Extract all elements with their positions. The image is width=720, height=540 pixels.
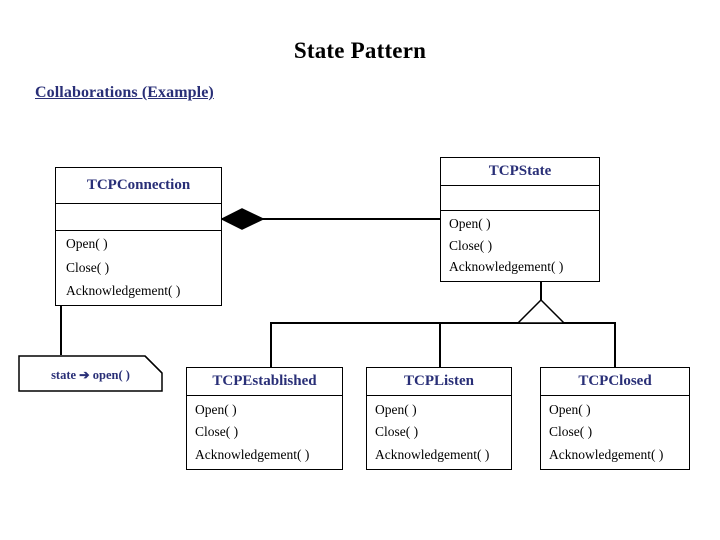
- note-text: state ➔ open( ): [51, 367, 130, 382]
- operation-item: Acknowledgement( ): [375, 446, 490, 462]
- generalization-bar: [270, 322, 615, 324]
- operation-item: Close( ): [195, 424, 239, 440]
- operation-item: Open( ): [195, 401, 237, 417]
- class-box-tcpstate[interactable]: TCPState Open( ) Close( ) Acknowledgemen…: [440, 157, 600, 282]
- operation-item: Open( ): [449, 216, 491, 232]
- class-operations-tcplisten: Open( ) Close( ) Acknowledgement( ): [367, 396, 511, 468]
- class-box-tcplisten[interactable]: TCPListen Open( ) Close( ) Acknowledgeme…: [366, 367, 512, 470]
- class-attributes-tcpstate: [441, 186, 599, 211]
- note-box[interactable]: state ➔ open( ): [18, 355, 163, 392]
- operation-item: Close( ): [375, 424, 419, 440]
- operation-item: Close( ): [66, 259, 110, 275]
- section-heading: Collaborations (Example): [35, 84, 214, 101]
- class-name-tcpestablished: TCPEstablished: [187, 368, 342, 396]
- class-box-tcpestablished[interactable]: TCPEstablished Open( ) Close( ) Acknowle…: [186, 367, 343, 470]
- class-name-tcpstate: TCPState: [441, 158, 599, 186]
- generalization-drop-tcpestablished: [270, 322, 272, 367]
- filled-diamond-icon: [221, 208, 265, 230]
- hollow-triangle-icon: [516, 299, 566, 324]
- generalization-stem: [540, 282, 542, 301]
- page-title: State Pattern: [293, 38, 427, 63]
- class-operations-tcpconnection: Open( ) Close( ) Acknowledgement( ): [56, 231, 221, 304]
- generalization-drop-tcpclosed: [614, 322, 616, 367]
- class-operations-tcpstate: Open( ) Close( ) Acknowledgement( ): [441, 211, 599, 280]
- operation-item: Acknowledgement( ): [549, 446, 664, 462]
- class-name-tcpconnection: TCPConnection: [56, 168, 221, 204]
- operation-item: Acknowledgement( ): [66, 283, 181, 299]
- operation-item: Close( ): [549, 424, 593, 440]
- operation-item: Acknowledgement( ): [449, 259, 564, 275]
- operation-item: Close( ): [449, 237, 493, 253]
- operation-item: Open( ): [549, 401, 591, 417]
- operation-item: Open( ): [375, 401, 417, 417]
- class-operations-tcpclosed: Open( ) Close( ) Acknowledgement( ): [541, 396, 689, 468]
- class-name-tcpclosed: TCPClosed: [541, 368, 689, 396]
- class-box-tcpconnection[interactable]: TCPConnection Open( ) Close( ) Acknowled…: [55, 167, 222, 306]
- class-operations-tcpestablished: Open( ) Close( ) Acknowledgement( ): [187, 396, 342, 468]
- aggregation-line: [222, 218, 440, 220]
- generalization-drop-tcplisten: [439, 322, 441, 367]
- class-name-tcplisten: TCPListen: [367, 368, 511, 396]
- class-box-tcpclosed[interactable]: TCPClosed Open( ) Close( ) Acknowledgeme…: [540, 367, 690, 470]
- operation-item: Acknowledgement( ): [195, 446, 310, 462]
- operation-item: Open( ): [66, 236, 108, 252]
- note-shape-icon: [18, 355, 163, 392]
- class-attributes-tcpconnection: [56, 204, 221, 231]
